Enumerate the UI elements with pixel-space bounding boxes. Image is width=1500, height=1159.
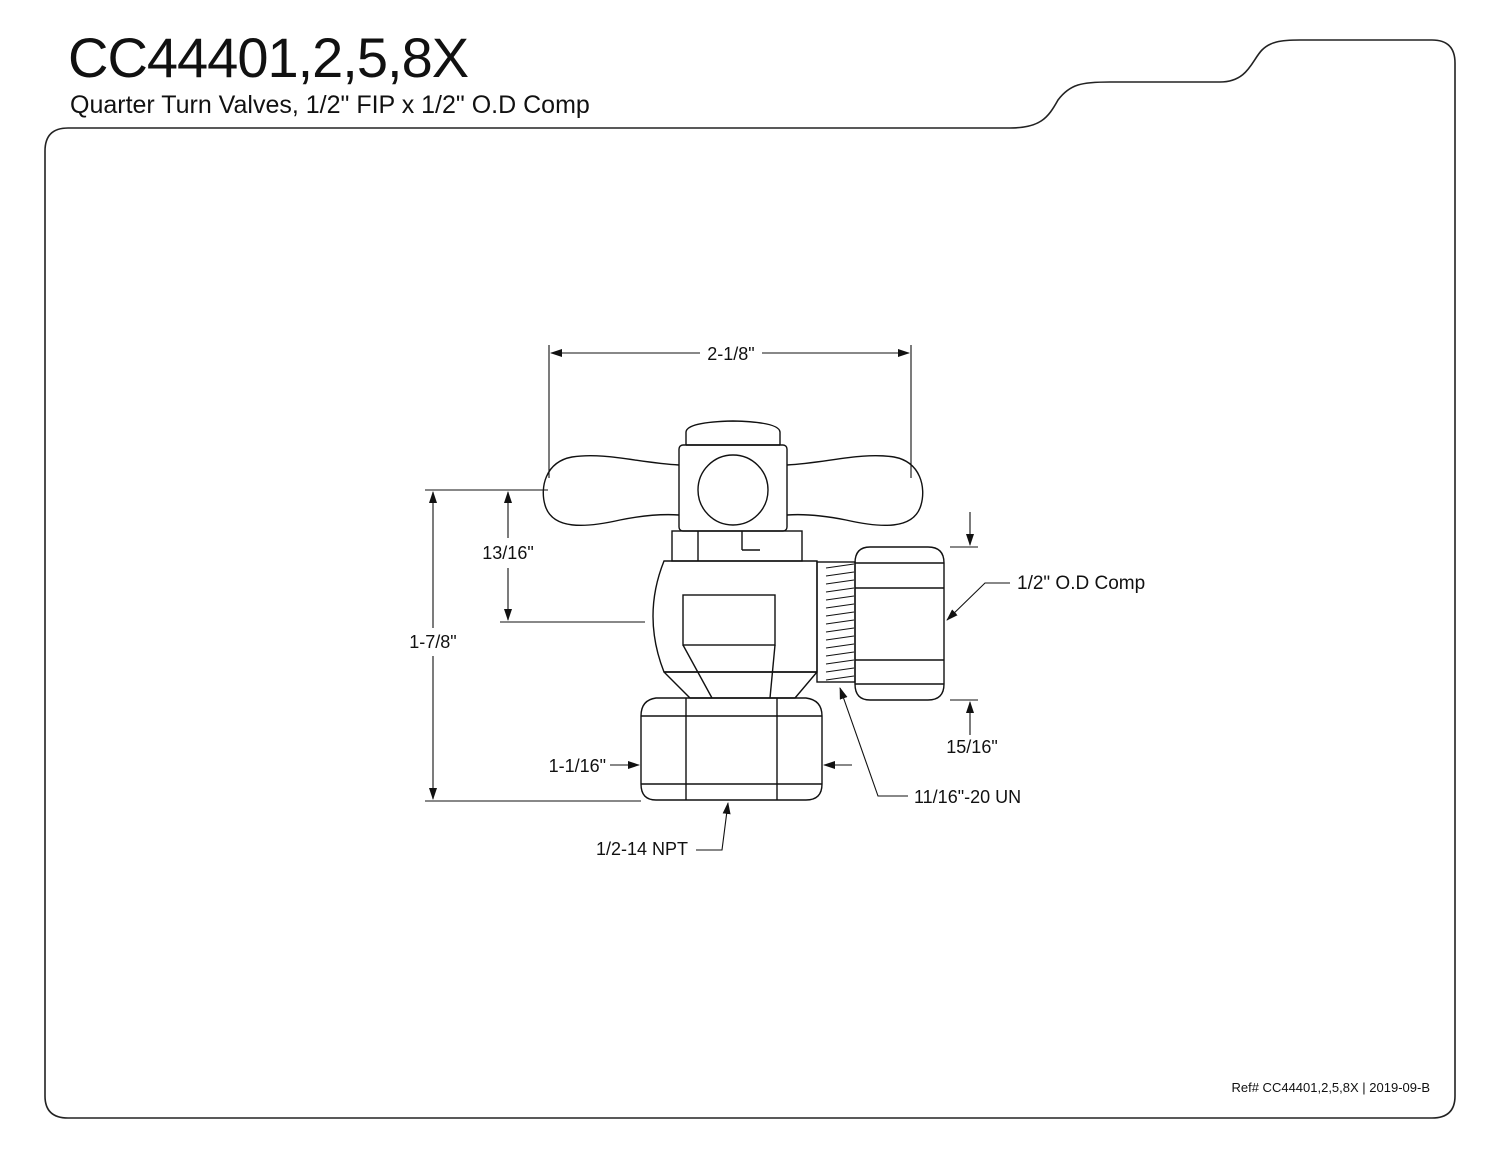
handle-cap	[685, 420, 781, 445]
inlet-thread-label: 1/2-14 NPT	[596, 839, 688, 859]
overall-width-label: 2-1/8"	[707, 344, 754, 364]
body-taper	[663, 671, 818, 699]
drawing-reference: Ref# CC44401,2,5,8X | 2019-09-B	[1231, 1080, 1430, 1095]
outlet-thread	[816, 561, 856, 683]
valve-body	[652, 560, 818, 673]
handle-lever-right	[786, 455, 924, 527]
comp-outlet-label: 1/2" O.D Comp	[1017, 573, 1145, 594]
comp-nut-height-label: 15/16"	[946, 737, 997, 757]
body-label-plate	[682, 594, 776, 646]
inlet-nut-width-label: 1-1/16"	[549, 756, 606, 776]
sheet-border	[44, 39, 1456, 1119]
handle-hub	[678, 444, 788, 532]
handle-screw-hole	[697, 454, 769, 526]
dimension-lines	[425, 345, 1010, 851]
product-description: Quarter Turn Valves, 1/2" FIP x 1/2" O.D…	[70, 91, 590, 119]
inlet-hex-nut	[640, 697, 823, 801]
handle-to-center-label: 13/16"	[482, 543, 533, 563]
valve-drawing	[542, 420, 945, 801]
model-number-title: CC44401,2,5,8X	[68, 26, 469, 89]
compression-hex-nut	[854, 546, 945, 701]
thread-lines	[825, 563, 855, 681]
overall-height-label: 1-7/8"	[409, 632, 456, 652]
valve-stem	[671, 530, 803, 562]
handle-lever-left	[542, 455, 680, 527]
outlet-thread-label: 11/16"-20 UN	[914, 787, 1021, 807]
